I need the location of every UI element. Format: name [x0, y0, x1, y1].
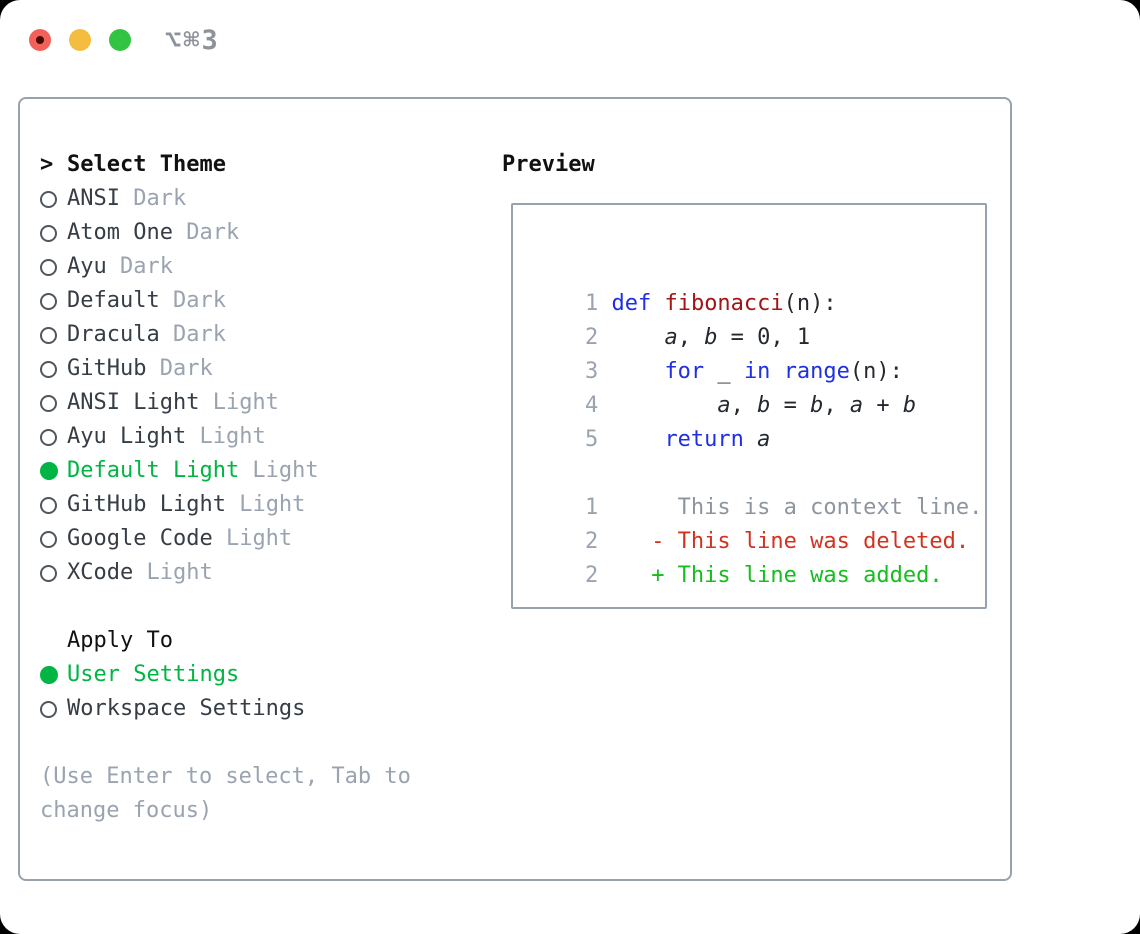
theme-option-atom-one[interactable]: Atom One Dark: [40, 216, 480, 250]
option-label: Atom One: [67, 220, 173, 245]
option-variant-label: Light: [199, 390, 279, 415]
minimize-window-button[interactable]: [69, 29, 91, 51]
zoom-window-button[interactable]: [109, 29, 131, 51]
option-variant-label: Light: [186, 424, 266, 449]
code-line: 2 - This line was deleted.: [532, 491, 985, 554]
option-label: User Settings: [67, 662, 240, 687]
theme-list: ANSI Dark Atom One Dark Ayu Dark Default…: [40, 182, 480, 590]
option-variant-label: Dark: [159, 288, 226, 313]
select-theme-heading-label: Select Theme: [67, 152, 226, 177]
line-number: 2: [584, 529, 599, 554]
theme-option-google-code[interactable]: Google Code Light: [40, 522, 480, 556]
radio-icon: [40, 666, 58, 684]
theme-option-default-light[interactable]: Default Light Light: [40, 454, 480, 488]
theme-option-xcode[interactable]: XCode Light: [40, 556, 480, 590]
radio-icon: [40, 700, 57, 718]
option-label: Google Code: [67, 526, 213, 551]
option-variant-label: Dark: [159, 322, 226, 347]
radio-icon: [40, 428, 57, 446]
option-label: GitHub: [67, 356, 147, 381]
option-variant-label: Dark: [119, 186, 187, 211]
line-number: 4: [584, 393, 599, 418]
apply-option-user-settings[interactable]: User Settings: [40, 658, 480, 692]
radio-icon: [40, 394, 57, 412]
line-number: 5: [584, 427, 599, 452]
apply-to-list: User Settings Workspace Settings: [40, 658, 480, 726]
option-variant-label: Light: [239, 458, 319, 483]
keyboard-hint-text: (Use Enter to select, Tab to change focu…: [40, 764, 411, 823]
option-label: ANSI Light: [67, 390, 200, 415]
radio-icon: [40, 258, 57, 276]
theme-option-github[interactable]: GitHub Dark: [40, 352, 480, 386]
code-line: 2 + This line was added.: [532, 525, 985, 588]
apply-to-heading-label: Apply To: [67, 628, 173, 653]
line-number: 2: [584, 563, 599, 588]
left-column: > Select Theme ANSI Dark Atom One Dark A…: [40, 148, 480, 828]
theme-picker-panel: > Select Theme ANSI Dark Atom One Dark A…: [18, 97, 1012, 881]
option-variant-label: Dark: [172, 220, 240, 245]
option-variant-label: Dark: [146, 356, 213, 381]
radio-icon: [40, 224, 57, 242]
radio-icon: [40, 360, 57, 378]
code-line: 5 return a: [532, 389, 985, 452]
theme-option-default[interactable]: Default Dark: [40, 284, 480, 318]
code-line: 2 a, b = 0, 1: [532, 287, 985, 350]
option-label: Ayu: [67, 254, 107, 279]
option-label: Default Light: [67, 458, 240, 483]
code-line: 4 a, b = b, a + b: [532, 355, 985, 418]
option-variant-label: Light: [225, 492, 306, 517]
spacer: [40, 726, 480, 760]
apply-option-workspace-settings[interactable]: Workspace Settings: [40, 692, 480, 726]
focus-caret-icon: >: [40, 152, 54, 177]
radio-icon: [40, 292, 57, 310]
option-label: ANSI: [67, 186, 120, 211]
line-number: 1: [584, 291, 599, 316]
code-line: 3 for _ in range(n):: [532, 321, 985, 384]
radio-icon: [40, 496, 57, 514]
close-window-button[interactable]: [29, 29, 51, 51]
code-line: 1 This is a context line.: [532, 457, 985, 520]
preview-heading: Preview: [502, 152, 595, 177]
option-label: GitHub Light: [67, 492, 226, 517]
radio-icon: [40, 462, 58, 480]
apply-to-heading: Apply To: [40, 624, 480, 658]
option-label: Ayu Light: [67, 424, 187, 449]
window-title-shortcut: ⌥⌘3: [165, 25, 220, 56]
option-label: XCode: [67, 560, 134, 585]
radio-icon: [40, 530, 57, 548]
radio-icon: [40, 564, 57, 582]
spacer: [40, 590, 480, 624]
theme-option-ansi-light[interactable]: ANSI Light Light: [40, 386, 480, 420]
option-label: Workspace Settings: [67, 696, 306, 721]
radio-icon: [40, 326, 57, 344]
line-number: 1: [584, 495, 599, 520]
theme-option-ayu[interactable]: Ayu Dark: [40, 250, 480, 284]
line-number: 2: [584, 325, 599, 350]
option-variant-label: Light: [133, 560, 213, 585]
theme-option-dracula[interactable]: Dracula Dark: [40, 318, 480, 352]
option-label: Dracula: [67, 322, 160, 347]
line-number: 3: [584, 359, 599, 384]
theme-option-ayu-light[interactable]: Ayu Light Light: [40, 420, 480, 454]
select-theme-heading: > Select Theme: [40, 148, 480, 182]
option-variant-label: Light: [212, 526, 293, 551]
theme-option-ansi[interactable]: ANSI Dark: [40, 182, 480, 216]
option-variant-label: Dark: [106, 254, 173, 279]
titlebar: ⌥⌘3: [0, 0, 1140, 80]
option-label: Default: [67, 288, 160, 313]
theme-option-github-light[interactable]: GitHub Light Light: [40, 488, 480, 522]
radio-icon: [40, 190, 57, 208]
